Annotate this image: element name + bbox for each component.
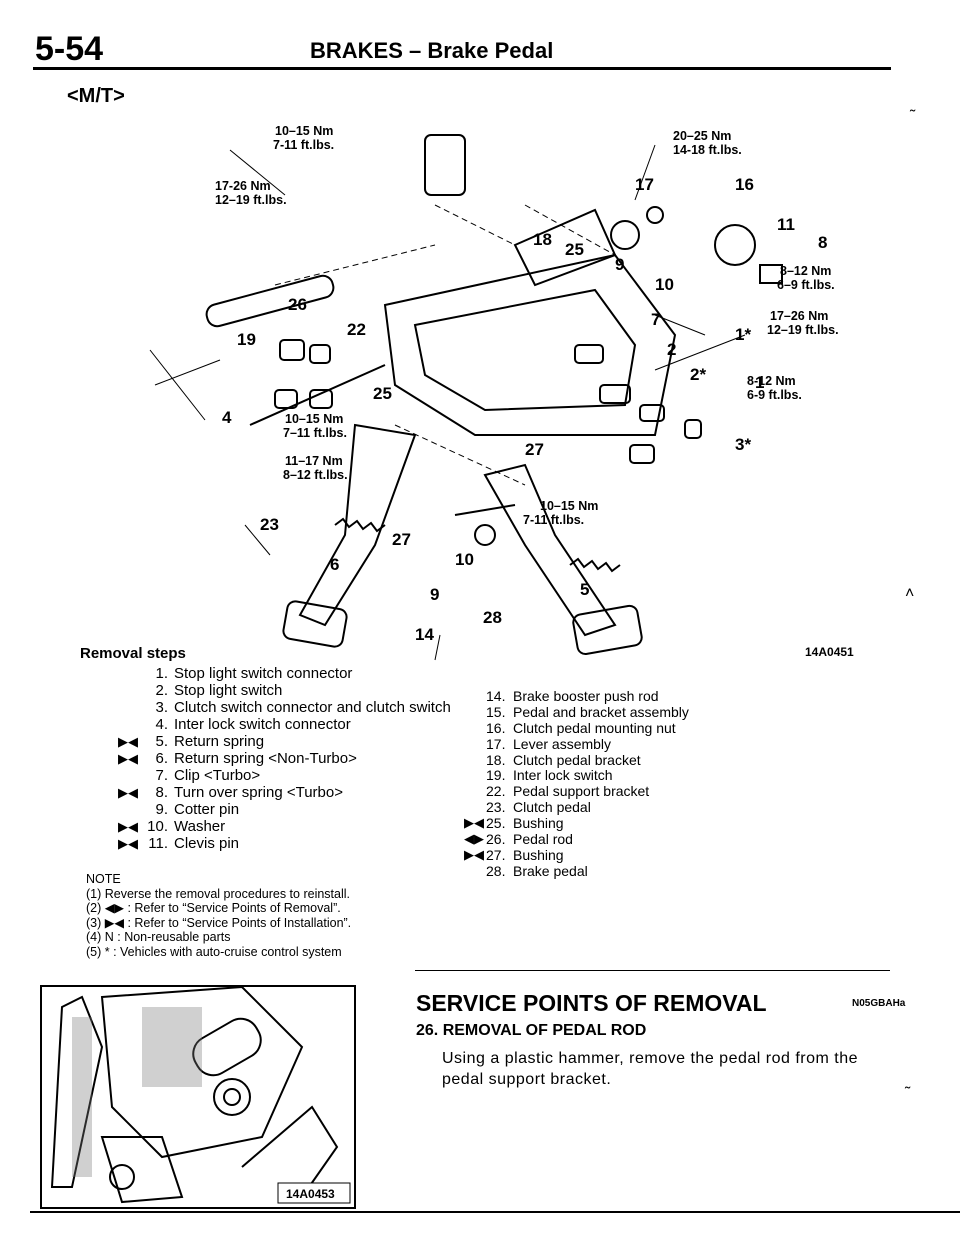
callout-26: 26 [288,295,307,314]
footer-rule [30,1211,960,1213]
photo-illustration: 14A0453 [40,985,356,1209]
callout-8: 8 [818,233,827,252]
svg-text:8-12 Nm: 8-12 Nm [747,374,796,388]
svg-text:12–19 ft.lbs.: 12–19 ft.lbs. [215,193,287,207]
margin-mark: ˜ [910,108,916,125]
svg-text:7-11 ft.lbs.: 7-11 ft.lbs. [523,513,584,527]
callout-17: 17 [635,175,654,194]
notes-block: NOTE (1) Reverse the removal procedures … [86,872,351,959]
callout-10a: 10 [655,275,674,294]
callout-1s: 1* [735,325,751,344]
svg-text:10–15 Nm: 10–15 Nm [275,124,333,138]
service-body: Using a plastic hammer, remove the pedal… [442,1050,859,1088]
note-line: (4) N : Non-reusable parts [86,930,231,944]
variant-label: <M/T> [67,85,125,107]
section-divider [415,970,890,971]
svg-text:6-9 ft.lbs.: 6-9 ft.lbs. [747,388,802,402]
svg-text:8–12 Nm: 8–12 Nm [780,264,831,278]
page-title: BRAKES – Brake Pedal [310,38,554,63]
svg-text:17–26 Nm: 17–26 Nm [770,309,828,323]
brake-pedal-shape [483,463,617,637]
callout-27a: 27 [392,530,411,549]
callout-10b: 10 [455,550,474,569]
section-code: N05GBAHa [852,998,906,1009]
margin-mark: ˄ [905,585,915,602]
svg-text:20–25 Nm: 20–25 Nm [673,129,731,143]
callout-25a: 25 [565,240,584,259]
pedal-rod-photo-drawing: 14A0453 [50,985,351,1204]
photo-id: 14A0453 [286,1187,335,1201]
removal-steps-title: Removal steps [80,645,186,662]
note-line: (3) ▶◀ : Refer to “Service Points of Ins… [86,915,352,930]
booster-rod-shape [205,274,335,328]
svg-text:6–9 ft.lbs.: 6–9 ft.lbs. [777,278,835,292]
callout-9a: 9 [615,255,624,274]
notes-title: NOTE [86,872,121,886]
callout-19: 19 [237,330,256,349]
callout-25b: 25 [373,384,392,403]
svg-text:8–12 ft.lbs.: 8–12 ft.lbs. [283,468,348,482]
bracket-inner-shape [413,288,637,412]
svg-text:10–15 Nm: 10–15 Nm [285,412,343,426]
svg-text:10–15 Nm: 10–15 Nm [540,499,598,513]
note-line: (2) ◀▶ : Refer to “Service Points of Rem… [86,901,341,915]
note-line: (5) * : Vehicles with auto-cruise contro… [86,944,342,959]
callout-18: 18 [533,230,552,249]
svg-text:17-26 Nm: 17-26 Nm [215,179,271,193]
callout-22: 22 [347,320,366,339]
callout-2: 2 [667,340,676,359]
callout-4: 4 [222,408,232,427]
figure-id: 14A0451 [805,645,854,659]
callout-27b: 27 [525,440,544,459]
service-points-title: SERVICE POINTS OF REMOVAL [416,990,767,1016]
svg-text:7-11 ft.lbs.: 7-11 ft.lbs. [273,138,334,152]
callout-14: 14 [415,625,434,644]
svg-text:7–11 ft.lbs.: 7–11 ft.lbs. [283,426,347,440]
callout-16: 16 [735,175,754,194]
callout-9b: 9 [430,585,439,604]
header-rule [33,67,891,70]
svg-text:11–17 Nm: 11–17 Nm [285,454,343,468]
svg-text:12–19 ft.lbs.: 12–19 ft.lbs. [767,323,839,337]
callout-11: 11 [777,215,795,234]
callout-28: 28 [483,608,502,627]
clutch-pedal-shape [298,423,417,627]
svg-text:14-18 ft.lbs.: 14-18 ft.lbs. [673,143,742,157]
service-subtitle: 26. REMOVAL OF PEDAL ROD [416,1022,647,1039]
callout-5: 5 [580,580,589,599]
note-line: (1) Reverse the removal procedures to re… [86,886,351,901]
exploded-diagram: 17 16 11 8 18 25 9 10 7 1* 2 2* 1 3* 19 … [149,124,839,661]
callout-23: 23 [260,515,279,534]
callout-7: 7 [651,310,660,329]
page-number: 5-54 [35,30,104,68]
margin-mark: ˜ [905,1085,911,1102]
master-cylinder-shape [424,134,466,196]
callout-3s: 3* [735,435,751,454]
callout-2s: 2* [690,365,706,384]
callout-1: 1 [755,373,764,392]
callout-6: 6 [330,555,339,574]
